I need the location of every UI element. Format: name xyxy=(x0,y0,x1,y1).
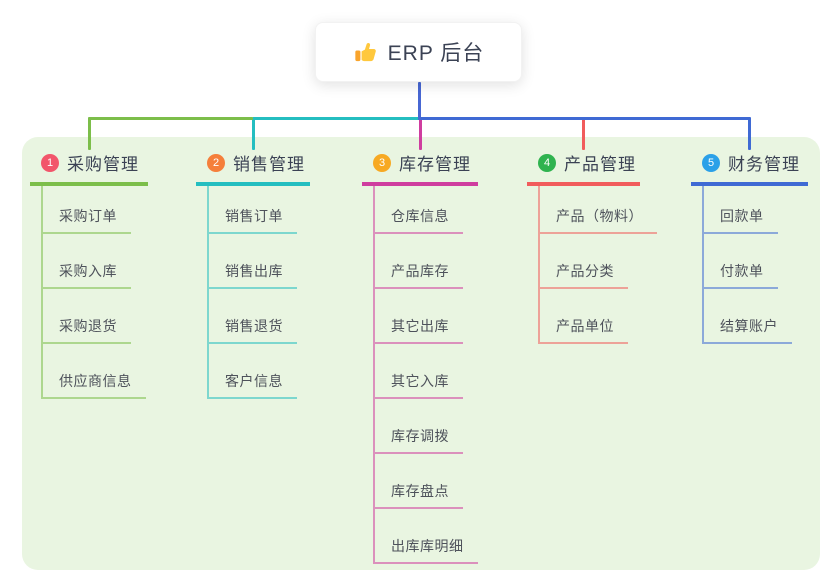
branch-5-number-badge: 5 xyxy=(702,153,720,172)
branch-1: 1 采购管理采购订单采购入库采购退货供应商信息 xyxy=(30,150,148,399)
branch-5-subtopic-2-label: 付款单 xyxy=(704,261,778,289)
branch-5: 5 财务管理回款单付款单结算账户 xyxy=(691,150,808,344)
branch-4-subtopic-2-label: 产品分类 xyxy=(540,261,628,289)
branch-3-subtopic-4-label: 其它入库 xyxy=(375,371,463,399)
branch-5-subtree: 回款单付款单结算账户 xyxy=(702,186,808,344)
branch-4-subtopic-1[interactable]: 产品（物料） xyxy=(540,186,657,234)
branch-3-label: 库存管理 xyxy=(399,155,471,174)
branch-5-label: 财务管理 xyxy=(728,155,800,174)
branch-3: 3 库存管理仓库信息产品库存其它出库其它入库库存调拨库存盘点出库库明细 xyxy=(362,150,478,564)
branch-3-subtopic-5[interactable]: 库存调拨 xyxy=(375,399,478,454)
branch-3-subtopic-2[interactable]: 产品库存 xyxy=(375,234,478,289)
branch-3-header[interactable]: 3 库存管理 xyxy=(362,150,478,186)
branch-3-subtopic-4[interactable]: 其它入库 xyxy=(375,344,478,399)
branch-4-subtopic-3[interactable]: 产品单位 xyxy=(540,289,640,344)
branch-5-subtopic-3-label: 结算账户 xyxy=(704,316,792,344)
branch-2-subtopic-3[interactable]: 销售退货 xyxy=(209,289,310,344)
branch-3-subtopic-1[interactable]: 仓库信息 xyxy=(375,186,478,234)
thumbs-up-icon xyxy=(353,40,378,65)
branch-drop-line-3 xyxy=(418,117,422,150)
branch-1-header[interactable]: 1 采购管理 xyxy=(30,150,148,186)
branches-panel xyxy=(22,137,820,570)
root-node[interactable]: ERP 后台 xyxy=(315,22,522,82)
branch-drop-line-2 xyxy=(251,117,255,150)
branch-2-subtopic-1[interactable]: 销售订单 xyxy=(209,186,310,234)
branch-3-subtopic-7-label: 出库库明细 xyxy=(375,536,478,564)
branch-1-subtopic-2[interactable]: 采购入库 xyxy=(43,234,148,289)
branch-4-number-badge: 4 xyxy=(538,153,556,172)
branch-1-subtopic-2-label: 采购入库 xyxy=(43,261,131,289)
trunk-segment-right-blue xyxy=(417,117,750,120)
branch-2-number-badge: 2 xyxy=(207,153,225,172)
branch-3-subtopic-2-label: 产品库存 xyxy=(375,261,463,289)
branch-4-subtopic-1-label: 产品（物料） xyxy=(540,206,657,234)
branch-2-subtopic-2-label: 销售出库 xyxy=(209,261,297,289)
branch-2-subtopic-4-label: 客户信息 xyxy=(209,371,297,399)
branch-1-subtopic-3[interactable]: 采购退货 xyxy=(43,289,148,344)
branch-4-label: 产品管理 xyxy=(564,155,636,174)
branch-1-subtopic-4[interactable]: 供应商信息 xyxy=(43,344,148,399)
branch-3-subtopic-5-label: 库存调拨 xyxy=(375,426,463,454)
branch-2: 2 销售管理销售订单销售出库销售退货客户信息 xyxy=(196,150,310,399)
branch-2-subtopic-1-label: 销售订单 xyxy=(209,206,297,234)
branch-3-subtopic-6[interactable]: 库存盘点 xyxy=(375,454,478,509)
branch-1-subtree: 采购订单采购入库采购退货供应商信息 xyxy=(41,186,148,399)
branch-1-label: 采购管理 xyxy=(67,155,139,174)
branch-3-subtopic-7[interactable]: 出库库明细 xyxy=(375,509,478,564)
trunk-segment-left-teal xyxy=(253,117,421,120)
branch-drop-line-4 xyxy=(582,117,585,150)
branch-5-subtopic-1-label: 回款单 xyxy=(704,206,778,234)
branch-2-header[interactable]: 2 销售管理 xyxy=(196,150,310,186)
branch-1-subtopic-1[interactable]: 采购订单 xyxy=(43,186,148,234)
branch-1-subtopic-1-label: 采购订单 xyxy=(43,206,131,234)
branch-2-subtree: 销售订单销售出库销售退货客户信息 xyxy=(207,186,310,399)
branch-drop-line-1 xyxy=(87,117,91,150)
branch-4-subtree: 产品（物料） 产品分类产品单位 xyxy=(538,186,657,344)
branch-2-subtopic-4[interactable]: 客户信息 xyxy=(209,344,310,399)
branch-5-header[interactable]: 5 财务管理 xyxy=(691,150,808,186)
branch-3-subtopic-1-label: 仓库信息 xyxy=(375,206,463,234)
trunk-segment-left-green xyxy=(89,117,253,120)
branch-4-header[interactable]: 4 产品管理 xyxy=(527,150,640,186)
branch-2-subtopic-3-label: 销售退货 xyxy=(209,316,297,344)
branch-3-number-badge: 3 xyxy=(373,153,391,172)
branch-1-subtopic-4-label: 供应商信息 xyxy=(43,371,146,399)
branch-3-subtopic-3[interactable]: 其它出库 xyxy=(375,289,478,344)
branch-5-subtopic-2[interactable]: 付款单 xyxy=(704,234,808,289)
branch-1-number-badge: 1 xyxy=(41,153,59,172)
root-title: ERP 后台 xyxy=(387,42,485,65)
branch-4-subtopic-3-label: 产品单位 xyxy=(540,316,628,344)
branch-5-subtopic-1[interactable]: 回款单 xyxy=(704,186,808,234)
branch-3-subtree: 仓库信息产品库存其它出库其它入库库存调拨库存盘点出库库明细 xyxy=(373,186,478,564)
branch-4-subtopic-2[interactable]: 产品分类 xyxy=(540,234,640,289)
branch-5-subtopic-3[interactable]: 结算账户 xyxy=(704,289,808,344)
branch-drop-line-5 xyxy=(748,117,751,150)
branch-2-label: 销售管理 xyxy=(233,155,305,174)
root-vertical-line xyxy=(417,82,421,120)
branch-3-subtopic-6-label: 库存盘点 xyxy=(375,481,463,509)
branch-2-subtopic-2[interactable]: 销售出库 xyxy=(209,234,310,289)
branch-1-subtopic-3-label: 采购退货 xyxy=(43,316,131,344)
branch-3-subtopic-3-label: 其它出库 xyxy=(375,316,463,344)
branch-4: 4 产品管理产品（物料） 产品分类产品单位 xyxy=(527,150,657,344)
